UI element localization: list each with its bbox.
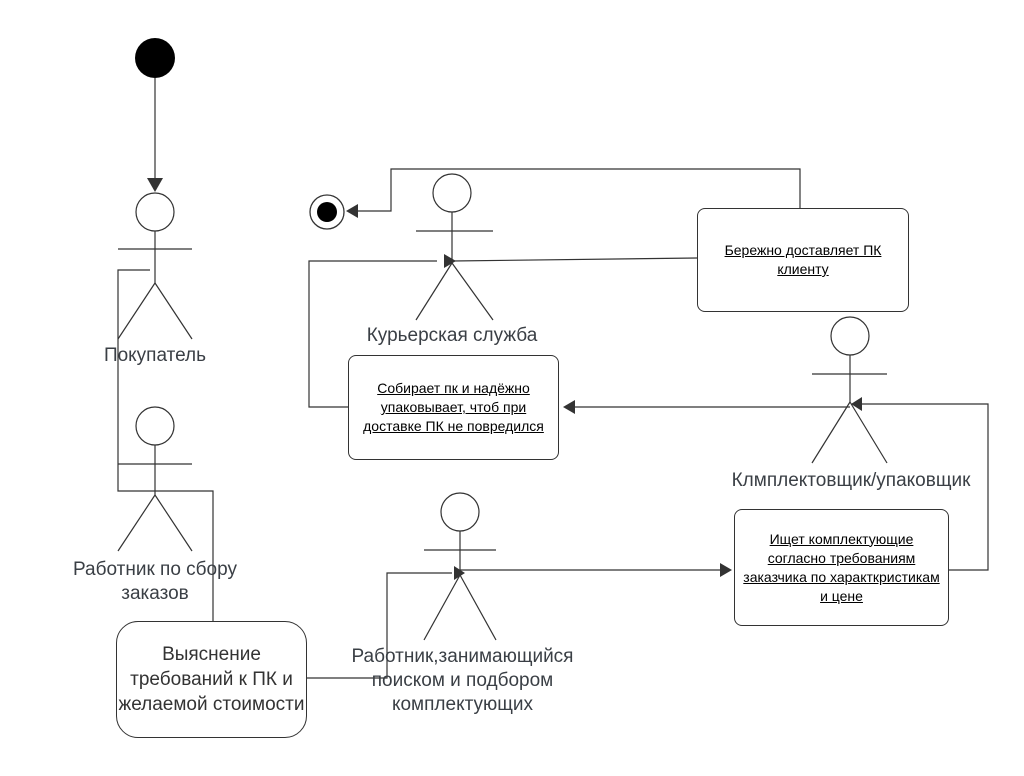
activity-assemble-pack-text: Собирает пк и надёжно упаковывает, чтоб …: [363, 380, 544, 434]
connectors: [117, 78, 989, 679]
actor-order-worker-label: Работник по сбору заказов: [73, 559, 237, 604]
actor-customer-label: Покупатель: [103, 345, 207, 366]
initial-node: [135, 38, 175, 78]
arrowheads: [147, 178, 862, 580]
activity-deliver-text: Бережно доставляет ПК клиенту: [724, 242, 882, 277]
activity-search-components-text: Ищет комплектующие согласно требованиям …: [743, 530, 940, 604]
activity-search-components: Ищет комплектующие согласно требованиям …: [734, 509, 949, 626]
actor-parts-worker-figure: [423, 492, 497, 641]
final-node-inner: [317, 202, 337, 222]
actor-courier-figure: [415, 173, 494, 321]
actor-order-worker-figure: [117, 406, 193, 552]
activity-clarify-requirements: Выяснение требований к ПК и желаемой сто…: [116, 621, 307, 738]
actor-customer-figure: [117, 192, 193, 340]
actor-courier-label: Курьерская служба: [366, 325, 538, 346]
actor-packer-label: Клмплектовщик/упаковщик: [731, 470, 971, 491]
activity-deliver: Бережно доставляет ПК клиенту: [697, 208, 909, 312]
activity-assemble-pack: Собирает пк и надёжно упаковывает, чтоб …: [348, 355, 559, 460]
actor-packer-figure: [811, 316, 888, 464]
actor-parts-worker-label: Работник,занимающийся поиском и подбором…: [351, 646, 574, 715]
activity-clarify-requirements-text: Выяснение требований к ПК и желаемой сто…: [118, 644, 305, 715]
